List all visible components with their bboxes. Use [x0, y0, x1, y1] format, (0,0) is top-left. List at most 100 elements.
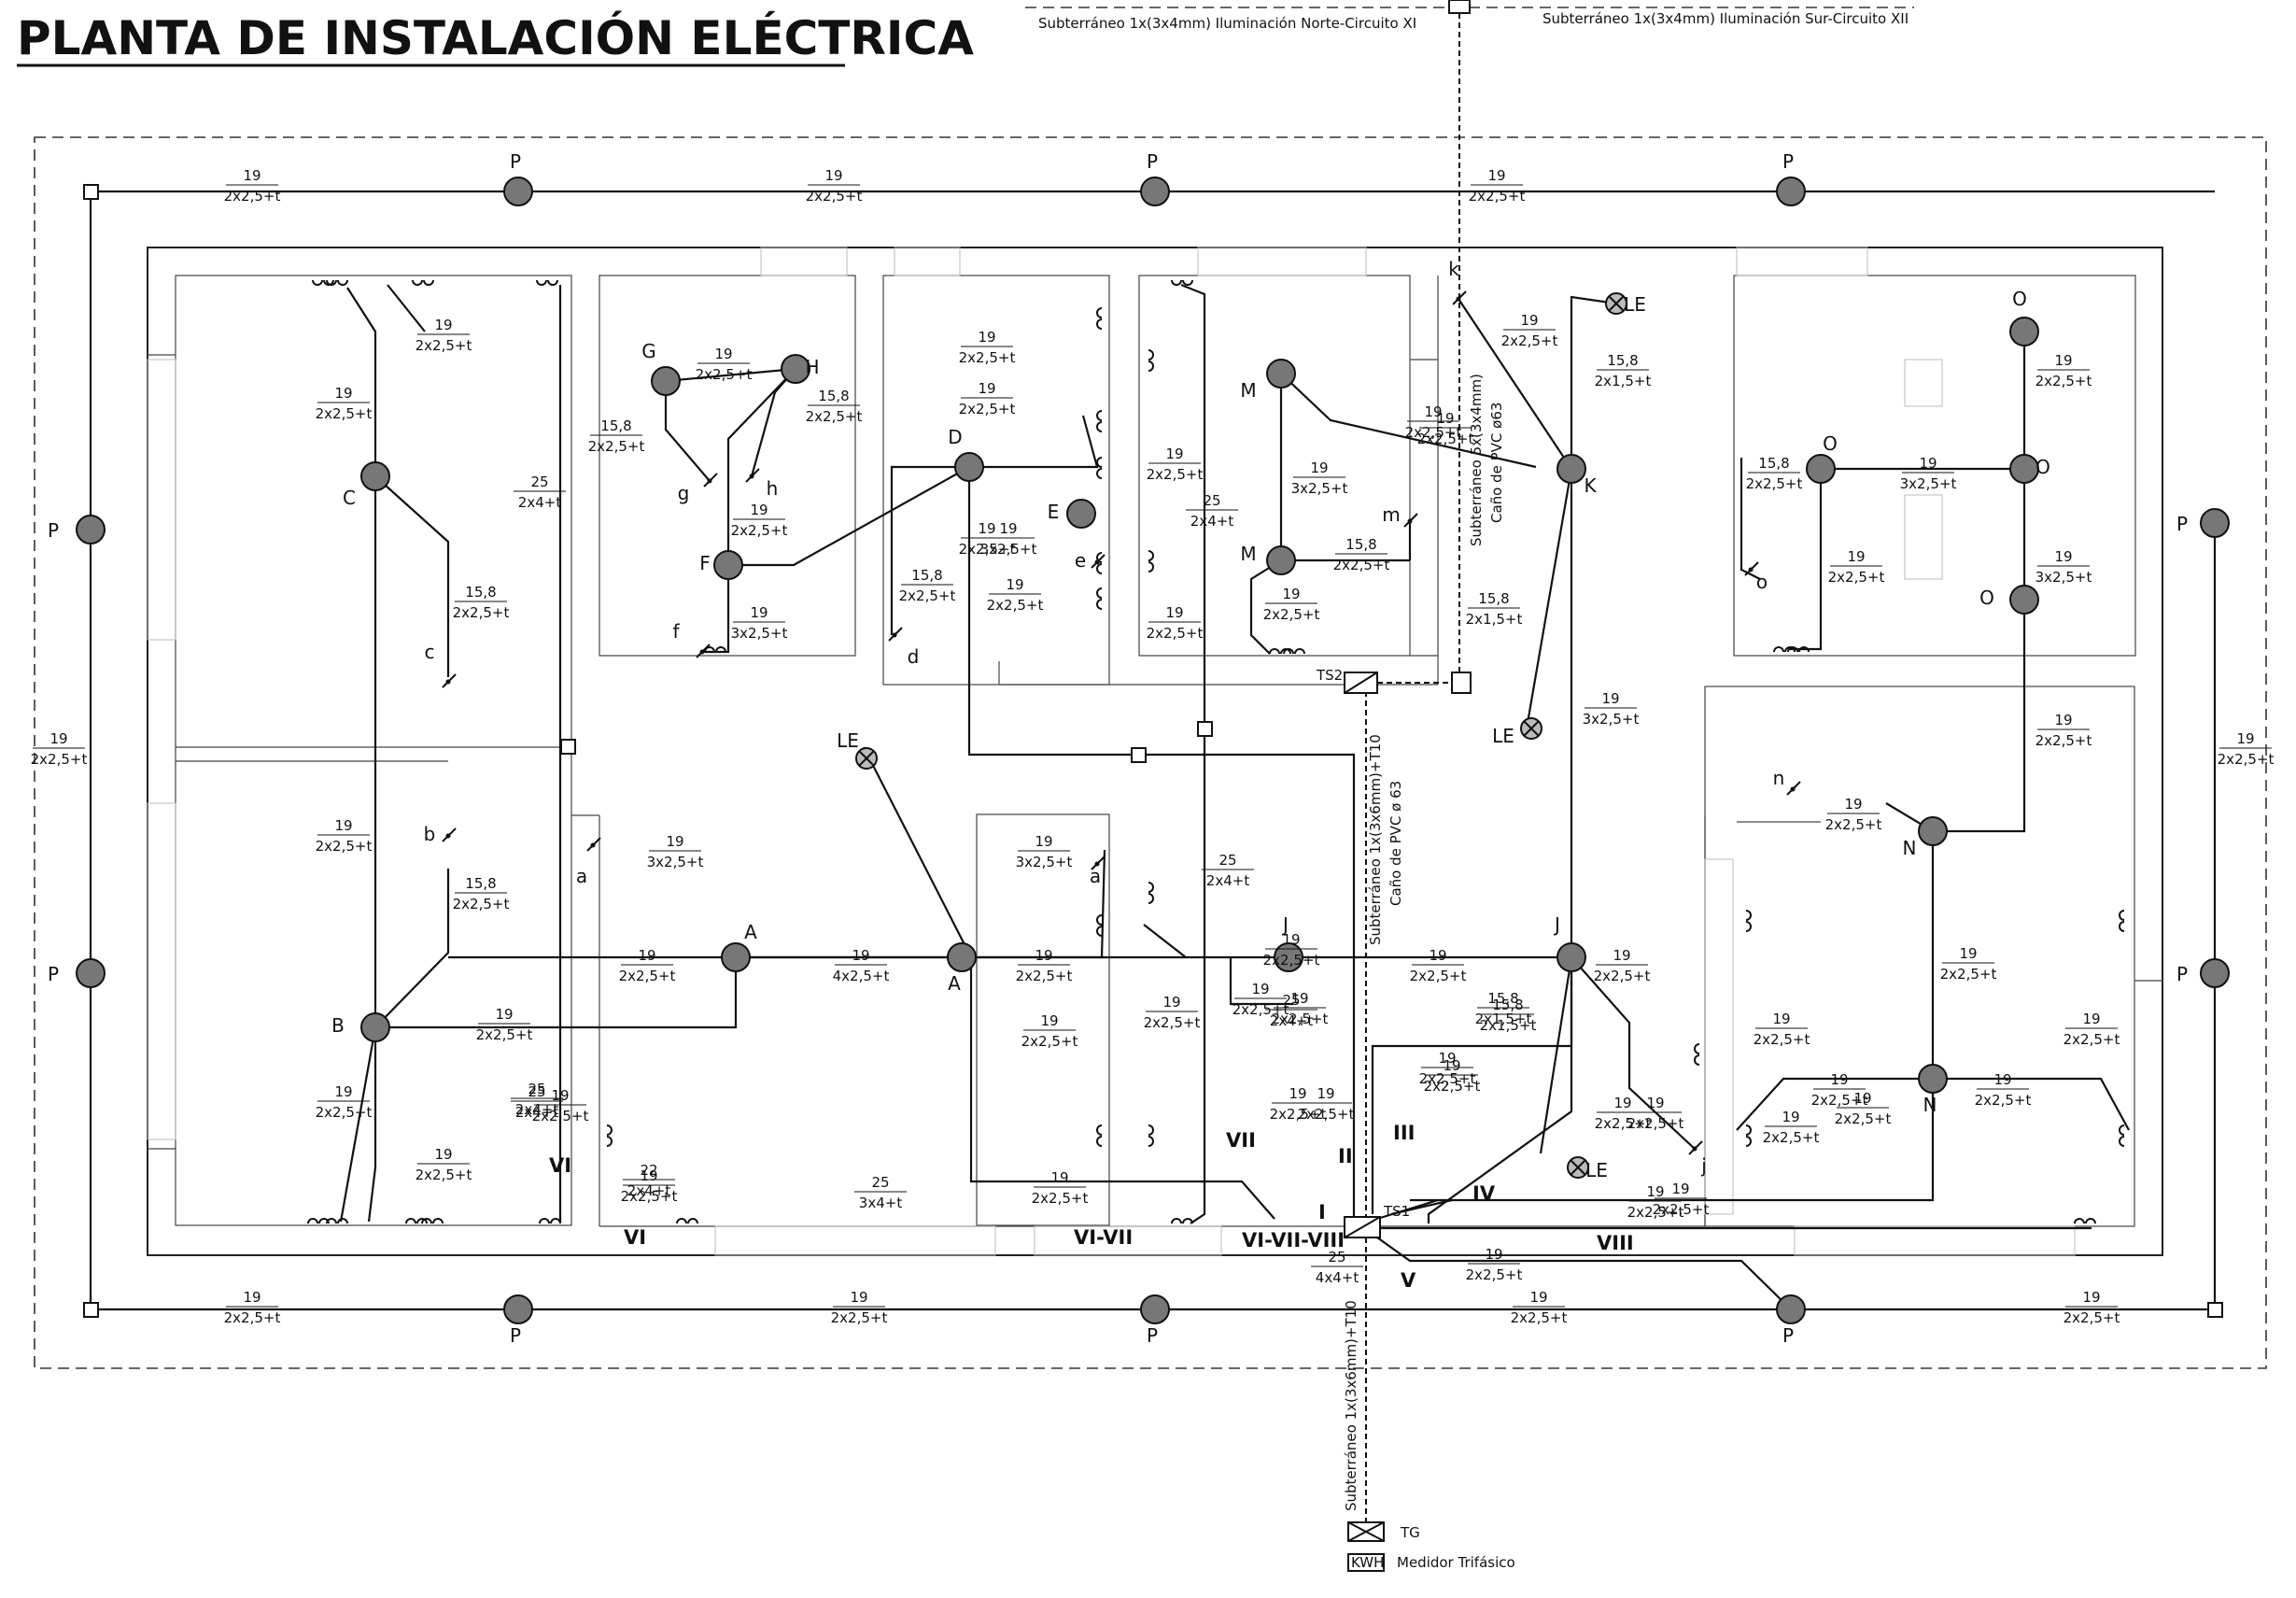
svg-text:2x2,5+t: 2x2,5+t — [1627, 1204, 1684, 1221]
light-point: K — [1556, 454, 1597, 497]
underground-vertical-top-label: Subterráneo 5x(3x4mm) — [1468, 374, 1485, 546]
light-point: C — [343, 461, 390, 509]
svg-text:19: 19 — [1959, 945, 1977, 962]
outlet-icon — [1148, 349, 1154, 372]
svg-text:2x2,5+t: 2x2,5+t — [1466, 1266, 1523, 1283]
svg-text:2x2,5+t: 2x2,5+t — [1627, 1115, 1684, 1132]
wire-spec-label: 15,8 2x2,5+t — [453, 584, 510, 621]
light-point-label: E — [1048, 501, 1060, 523]
svg-text:19: 19 — [1443, 1057, 1460, 1074]
circuit-label: IV — [1472, 1182, 1496, 1205]
svg-text:25: 25 — [1203, 492, 1220, 509]
svg-text:2x4+t: 2x4+t — [627, 1182, 671, 1199]
light-point: P — [1140, 1294, 1170, 1347]
svg-text:3x2,5+t: 3x2,5+t — [731, 625, 788, 642]
svg-text:2x2,5+t: 2x2,5+t — [1417, 431, 1474, 447]
svg-text:19: 19 — [1165, 604, 1183, 621]
svg-text:19: 19 — [1289, 1085, 1306, 1102]
light-point-label: C — [343, 487, 356, 509]
svg-text:19: 19 — [852, 947, 869, 964]
switch-icon: e — [1075, 549, 1106, 572]
svg-text:19: 19 — [1520, 312, 1538, 329]
le-lamp: LE — [837, 729, 878, 770]
light-point-label: O — [2012, 288, 2027, 310]
svg-text:2x2,5+t: 2x2,5+t — [453, 896, 510, 912]
svg-text:25: 25 — [528, 1083, 545, 1100]
light-point-label: O — [2035, 456, 2050, 478]
light-point-label: P — [1147, 1324, 1158, 1347]
svg-text:19: 19 — [2054, 712, 2072, 728]
outlet-icon — [1096, 410, 1103, 432]
svg-text:2x2,5+t: 2x2,5+t — [1825, 816, 1882, 833]
circuit-label: VI — [549, 1154, 571, 1177]
svg-text:2x2,5+t: 2x2,5+t — [959, 541, 1016, 558]
svg-text:2x2,5+t: 2x2,5+t — [696, 366, 753, 383]
svg-text:3x2,5+t: 3x2,5+t — [980, 541, 1037, 558]
light-point: O — [2009, 288, 2039, 346]
svg-text:19: 19 — [1853, 1090, 1871, 1107]
svg-text:2x2,5+t: 2x2,5+t — [1016, 968, 1073, 984]
svg-text:19: 19 — [2054, 352, 2072, 369]
svg-text:Medidor Trifásico: Medidor Trifásico — [1397, 1554, 1515, 1571]
svg-text:2x2,5+t: 2x2,5+t — [453, 604, 510, 621]
outlet-icon — [1096, 552, 1103, 574]
svg-text:15,8: 15,8 — [1345, 536, 1376, 553]
outlet-icon — [1096, 1124, 1103, 1147]
outlet-icon — [1096, 587, 1103, 610]
underground-south-label: Subterráneo 1x(3x4mm) Iluminación Sur-Ci… — [1542, 10, 1909, 27]
svg-text:2x2,5+t: 2x2,5+t — [899, 587, 956, 604]
svg-text:2x4+t: 2x4+t — [515, 1104, 559, 1121]
circuit-label: I — [1318, 1201, 1326, 1223]
svg-text:19: 19 — [2082, 1289, 2100, 1306]
svg-text:o: o — [1756, 571, 1768, 593]
outlet-icon — [606, 1124, 613, 1147]
svg-text:2x2,5+t: 2x2,5+t — [831, 1309, 888, 1326]
svg-text:15,8: 15,8 — [465, 584, 496, 601]
svg-text:2x2,5+t: 2x2,5+t — [2218, 751, 2275, 768]
light-point-label: D — [948, 426, 962, 448]
underground-box-top — [1448, 0, 1471, 14]
underground-vertical-mid-pipe: Caño de PVC ø 63 — [1387, 781, 1404, 906]
svg-text:15,8: 15,8 — [911, 567, 942, 584]
svg-text:2x2,5+t: 2x2,5+t — [224, 1309, 281, 1326]
svg-text:4x4+t: 4x4+t — [1316, 1269, 1359, 1286]
light-point-label: B — [331, 1014, 345, 1037]
svg-text:2x2,5+t: 2x2,5+t — [31, 751, 88, 768]
svg-text:2x2,5+t: 2x2,5+t — [619, 968, 676, 984]
svg-text:19: 19 — [1830, 1071, 1848, 1088]
svg-text:LE: LE — [1624, 293, 1646, 316]
svg-text:TS2: TS2 — [1316, 667, 1343, 684]
circuit-label: III — [1393, 1122, 1415, 1144]
svg-text:b: b — [424, 823, 436, 845]
svg-text:19: 19 — [1487, 167, 1505, 184]
switch-icon: o — [1744, 561, 1768, 593]
light-point-label: K — [1584, 474, 1597, 497]
light-point-label: P — [1782, 1324, 1794, 1347]
svg-text:2x2,5+t: 2x2,5+t — [316, 405, 373, 422]
svg-text:2x4+t: 2x4+t — [515, 1101, 559, 1118]
switch-icon: a — [1090, 856, 1106, 887]
ts1-panel: TS1 — [1344, 1203, 1410, 1238]
ts2-panel: TS2 — [1316, 667, 1378, 694]
svg-text:19: 19 — [1671, 1181, 1689, 1197]
svg-text:2x4+t: 2x4+t — [518, 494, 562, 511]
outlet-icon — [326, 279, 348, 286]
wire-spec-label: 25 2x4+t — [511, 1083, 563, 1121]
